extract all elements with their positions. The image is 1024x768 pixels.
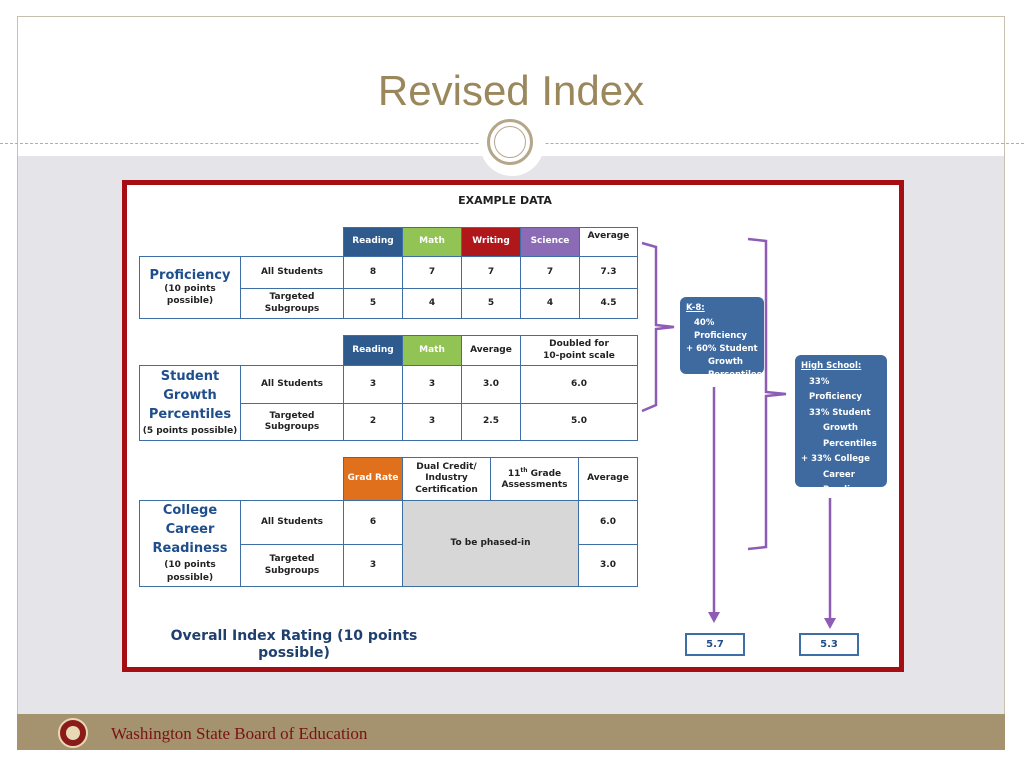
footer-organization: Washington State Board of Education	[111, 724, 368, 743]
growth-label-line: Growth	[163, 388, 217, 404]
table-cell: 7	[520, 256, 580, 289]
growth-label-line: Percentiles	[148, 406, 232, 422]
growth-label-cell: Student Growth Percentiles (5 points pos…	[139, 365, 241, 441]
hs-line: 33% Proficiency	[809, 376, 862, 403]
k8-line: Percentiles	[708, 369, 762, 380]
growth-label-line: Student	[160, 369, 220, 385]
hs-line: Readiness	[823, 485, 872, 495]
proficiency-group-targeted: Targeted Subgroups	[240, 288, 344, 319]
header-average: Average	[578, 457, 638, 501]
table-cell: 4	[402, 288, 462, 319]
proficiency-points: (10 points possible)	[164, 284, 216, 306]
proficiency-label-cell: Proficiency (10 points possible)	[139, 256, 241, 319]
ccr-group-all: All Students	[240, 500, 344, 545]
phased-in-cell: To be phased-in	[402, 500, 579, 587]
slide-title: Revised Index	[377, 67, 645, 114]
table-cell: 2	[343, 403, 403, 441]
proficiency-label: Proficiency	[149, 268, 231, 284]
table-cell: 7.3	[579, 256, 638, 289]
example-heading: EXAMPLE DATA	[458, 194, 552, 208]
overall-hs-value: 5.3	[799, 633, 859, 656]
state-seal-icon-center	[66, 726, 80, 740]
footer-bar	[17, 714, 1005, 750]
header-reading: Reading	[343, 335, 403, 366]
header-average: Average	[461, 335, 521, 366]
k8-line: 40% Proficiency	[694, 317, 747, 341]
header-reading: Reading	[343, 227, 403, 257]
table-cell: 4	[520, 288, 580, 319]
table-cell: 3	[343, 544, 403, 587]
hs-callout: High School: 33% Proficiency 33% Student…	[795, 355, 887, 495]
header-grad-rate: Grad Rate	[343, 457, 403, 501]
hs-line: Growth	[823, 423, 858, 433]
table-cell: 4.5	[579, 288, 638, 319]
hs-line: Percentiles	[823, 438, 877, 449]
header-doubled: Doubled for 10-point scale	[520, 335, 638, 366]
hs-line: 33% Student	[809, 407, 871, 418]
proficiency-group-all: All Students	[240, 256, 344, 289]
ccr-label-line: Career	[165, 522, 215, 538]
growth-group-targeted: Targeted Subgroups	[240, 403, 344, 441]
table-cell: 5.0	[520, 403, 638, 441]
hs-bracket	[747, 237, 787, 551]
hs-head: High School:	[801, 361, 862, 371]
k8-line: Growth	[708, 356, 743, 367]
table-cell: 5	[461, 288, 521, 319]
header-dual-credit: Dual Credit/ Industry Certification	[402, 457, 491, 501]
hs-line: Career	[823, 469, 855, 480]
k8-bracket	[641, 241, 675, 413]
ccr-label-line: College	[162, 503, 218, 519]
table-cell: 5	[343, 288, 403, 319]
table-cell: 6.0	[578, 500, 638, 545]
table-cell: 3	[402, 403, 462, 441]
header-11th-grade-line1: 11th Grade	[507, 466, 562, 479]
table-cell: 3.0	[578, 544, 638, 587]
ccr-group-targeted: Targeted Subgroups	[240, 544, 344, 587]
header-11th-grade-line2: Assessments	[501, 480, 568, 490]
ccr-label-line: Readiness	[152, 540, 228, 556]
k8-line: + 60% Student	[686, 343, 758, 354]
growth-points: (5 points possible)	[142, 425, 238, 436]
ccr-label-cell: College Career Readiness (10 points poss…	[139, 500, 241, 587]
k8-head: K-8:	[686, 303, 705, 313]
table-cell: 3	[402, 365, 462, 404]
hs-arrowhead	[824, 618, 836, 629]
header-11th-grade: 11th Grade Assessments	[490, 457, 579, 501]
overall-index-label: Overall Index Rating (10 points possible…	[170, 627, 418, 662]
superscript: th	[520, 466, 528, 474]
hs-line: + 33% College	[801, 454, 870, 464]
growth-group-all: All Students	[240, 365, 344, 404]
overall-k8-value: 5.7	[685, 633, 745, 656]
table-cell: 8	[343, 256, 403, 289]
k8-arrowhead	[708, 612, 720, 623]
ccr-points: (10 points possible)	[164, 559, 216, 583]
decorative-ring-inner	[494, 126, 526, 158]
k8-callout: K-8: 40% Proficiency + 60% Student Growt…	[680, 297, 764, 380]
table-cell: 7	[461, 256, 521, 289]
